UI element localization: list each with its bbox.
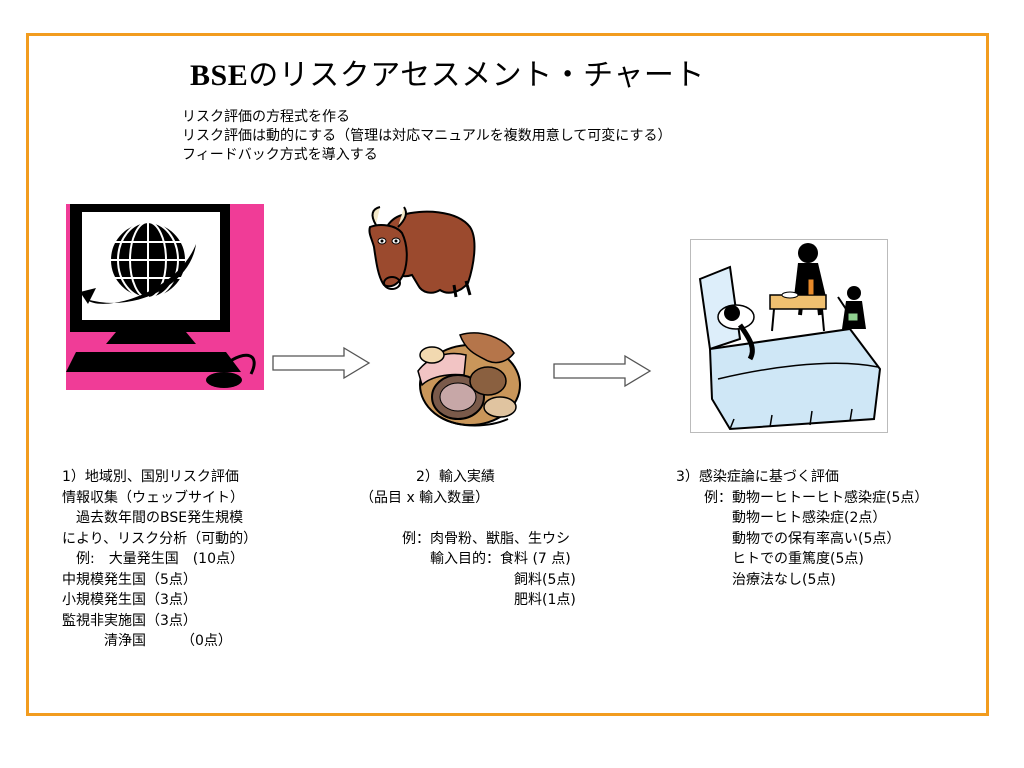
computer-globe-icon bbox=[66, 204, 264, 390]
text-line: により、リスク分析（可動的） bbox=[62, 530, 258, 547]
text-line: 監視非実施国（3点） bbox=[62, 612, 197, 629]
text-line: 肥料(1点) bbox=[360, 592, 576, 608]
text-line: 3）感染症論に基づく評価 bbox=[676, 469, 839, 485]
text-line: （品目 x 輸入数量） bbox=[360, 489, 490, 506]
text-line: 治療法なし(5点) bbox=[676, 571, 836, 588]
meat-products-icon bbox=[417, 332, 521, 427]
text-line: 1）地域別、国別リスク評価 bbox=[62, 469, 239, 485]
arrow-right-icon bbox=[272, 346, 371, 380]
text-line: 情報収集（ウェッブサイト） bbox=[62, 489, 244, 506]
text-line: ヒトでの重篤度(5点) bbox=[676, 551, 864, 567]
text-line bbox=[360, 508, 576, 529]
import-record-section: 2）輸入実績 （品目 x 輸入数量） 例：肉骨粉、獣脂、生ウシ 輸入目的：食料 … bbox=[360, 467, 576, 611]
text-line: 例：動物ーヒトーヒト感染症(5点） bbox=[676, 489, 929, 506]
text-line: 小規模発生国（3点） bbox=[62, 592, 197, 608]
text-line: 2）輸入実績 bbox=[360, 469, 495, 485]
intro-line: リスク評価の方程式を作る bbox=[182, 109, 350, 125]
patient-bed-icon bbox=[690, 239, 888, 433]
title-latin: BSE bbox=[190, 59, 249, 92]
text-line: 飼料(5点) bbox=[360, 571, 576, 588]
text-line: 輸入目的：食料 (7 点) bbox=[360, 551, 571, 567]
arrow-right-icon bbox=[553, 354, 652, 388]
text-line: 例：肉骨粉、獣脂、生ウシ bbox=[360, 530, 570, 547]
intro-line: フィードバック方式を導入する bbox=[182, 147, 378, 163]
text-line: 例: 大量発生国 (10点） bbox=[62, 551, 244, 567]
text-line: 動物ーヒト感染症(2点） bbox=[676, 510, 887, 526]
intro-line: リスク評価は動的にする（管理は対応マニュアルを複数用意して可変にする） bbox=[182, 128, 672, 144]
slide-frame bbox=[26, 33, 989, 716]
regional-risk-section: 1）地域別、国別リスク評価 情報収集（ウェッブサイト） 過去数年間のBSE発生規… bbox=[62, 467, 257, 652]
text-line: 動物での保有率高い(5点） bbox=[676, 530, 901, 547]
intro-text: リスク評価の方程式を作る リスク評価は動的にする（管理は対応マニュアルを複数用意… bbox=[182, 108, 671, 165]
infection-evaluation-section: 3）感染症論に基づく評価 例：動物ーヒトーヒト感染症(5点） 動物ーヒト感染症(… bbox=[676, 467, 928, 590]
text-line: 過去数年間のBSE発生規模 bbox=[62, 510, 244, 526]
text-line: 清浄国 （0点） bbox=[62, 633, 232, 649]
title-rest: のリスクアセスメント・チャート bbox=[248, 58, 705, 93]
slide-title: BSEのリスクアセスメント・チャート bbox=[190, 50, 705, 94]
cow-icon bbox=[368, 206, 476, 298]
text-line: 中規模発生国（5点） bbox=[62, 571, 197, 588]
